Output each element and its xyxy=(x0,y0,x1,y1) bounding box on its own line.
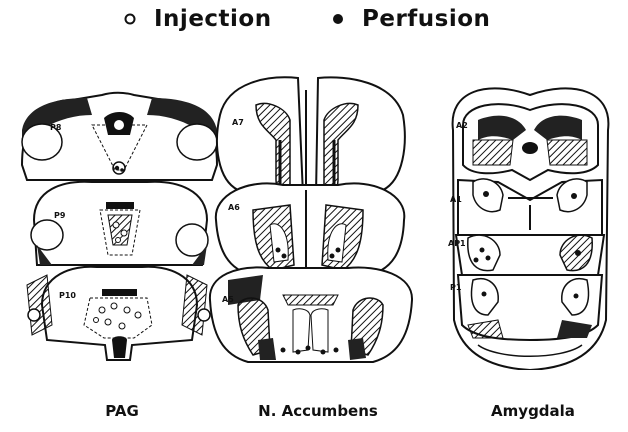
panel-label-pag: PAG xyxy=(92,402,152,420)
section-label-a7: A7 xyxy=(232,118,244,127)
open-circle-icon xyxy=(124,13,136,25)
pag-section-p10: P10 xyxy=(27,267,210,360)
section-label-a1: A1 xyxy=(450,195,462,204)
accumbens-diagram: A7 A6 A5 xyxy=(198,70,428,370)
panel-label-accumbens: N. Accumbens xyxy=(258,402,378,420)
legend-perfusion: Perfusion xyxy=(332,6,490,32)
amygdala-section-ap1: AP1 xyxy=(448,235,604,275)
pag-section-p8: P8 xyxy=(22,93,217,180)
amygdala-diagram: A2 A1 AP1 P1 xyxy=(438,70,622,370)
panel-label-amygdala: Amygdala xyxy=(488,402,578,420)
legend-injection-label: Injection xyxy=(154,6,272,32)
legend-perfusion-label: Perfusion xyxy=(362,6,490,32)
filled-circle-icon xyxy=(332,13,344,25)
accumbens-section-a5: A5 xyxy=(210,267,412,362)
section-label-p9-visible: P9 xyxy=(54,211,66,220)
amygdala-section-a2: A2 xyxy=(456,104,598,180)
section-label-p1: P1 xyxy=(450,283,462,292)
section-label-p10: P10 xyxy=(59,291,76,300)
section-label-ap1: AP1 xyxy=(448,239,466,248)
accumbens-section-a6: A6 xyxy=(216,183,404,275)
section-label-a2: A2 xyxy=(456,121,468,130)
legend-injection: Injection xyxy=(124,6,272,32)
pag-section-p9: A7 P9 xyxy=(31,182,208,265)
section-label-a5: A5 xyxy=(222,295,234,304)
legend: Injection Perfusion xyxy=(0,6,628,38)
section-label-p8: P8 xyxy=(50,123,62,132)
pag-diagram: P8 A7 P9 P10 xyxy=(12,70,224,370)
section-label-a6: A6 xyxy=(228,203,240,212)
